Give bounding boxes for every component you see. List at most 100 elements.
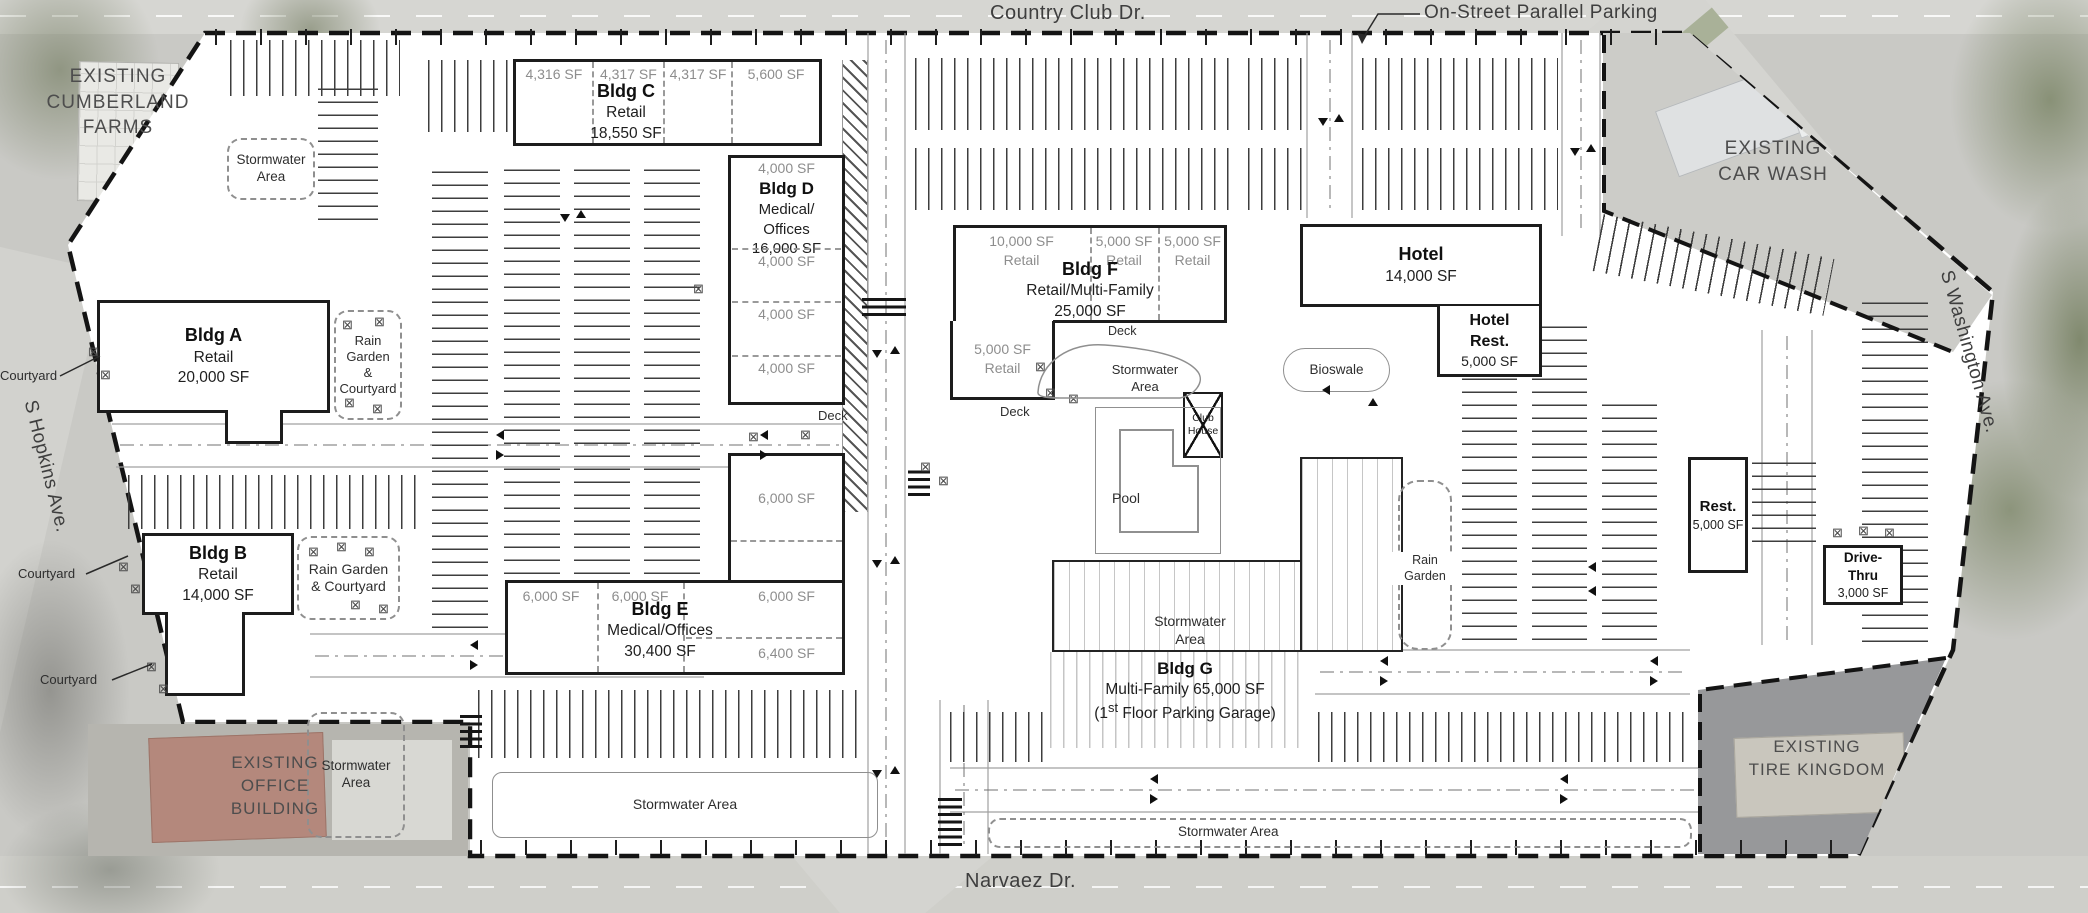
- bldg-e-label: Bldg E Medical/Offices 30,400 SF: [607, 599, 713, 660]
- parking-stalls: [915, 148, 1240, 210]
- stormwater-area-strip: [988, 818, 1692, 848]
- parking-stalls: [574, 168, 630, 574]
- parking-stalls: [1752, 462, 1816, 542]
- existing-cumberland-label: EXISTING CUMBERLAND FARMS: [46, 66, 190, 139]
- unit-divider: [686, 637, 842, 639]
- traffic-arrow-icon: [496, 430, 504, 440]
- rain-garden-label: Rain Garden: [1392, 552, 1458, 585]
- garage-parking-stalls: [1050, 652, 1308, 748]
- courtyard-label: Courtyard: [40, 672, 98, 687]
- tree-icon: ⊠: [800, 427, 811, 442]
- parking-stalls: [478, 690, 866, 758]
- stormwater-label: Stormwater Area: [1154, 613, 1226, 648]
- crosswalk: [908, 468, 930, 496]
- drive-thru: Drive- Thru 3,000 SF: [1823, 545, 1903, 605]
- unit-label: 6,400 SF: [758, 645, 815, 661]
- unit-cell: 4,317 SF: [662, 62, 731, 143]
- hotel: Hotel 14,000 SF: [1300, 224, 1542, 307]
- bldg-a-label: Bldg A Retail 20,000 SF: [177, 325, 250, 387]
- stormwater-label: Stormwater Area: [1111, 362, 1179, 394]
- tree-icon: ⊠: [158, 681, 169, 696]
- existing-office-label: EXISTING OFFICE BUILDING: [230, 753, 320, 818]
- bldg-e-wing: [728, 453, 845, 583]
- traffic-arrow-icon: [1650, 676, 1658, 686]
- bldg-g-wing: [1300, 457, 1403, 652]
- pool-deck: [1095, 407, 1221, 554]
- unit-label: 4,000 SF: [758, 360, 815, 376]
- traffic-arrow-icon: [872, 350, 882, 358]
- traffic-arrow-icon: [1588, 586, 1596, 596]
- hatched-walkway: [842, 60, 868, 512]
- bldg-g: [1052, 560, 1302, 652]
- unit-divider: [597, 583, 599, 672]
- crosswalk: [460, 712, 482, 748]
- tree-icon: ⊠: [1045, 385, 1056, 400]
- tree-icon: ⊠: [350, 597, 361, 612]
- tree-icon: ⊠: [118, 559, 129, 574]
- unit-label: 4,000 SF: [758, 306, 815, 322]
- tree-icon: ⊠: [100, 367, 111, 382]
- tree-icon: ⊠: [342, 317, 353, 332]
- traffic-arrow-icon: [890, 766, 900, 774]
- rain-garden-courtyard: Rain Garden & Courtyard: [334, 310, 402, 420]
- office-parking: [332, 740, 452, 840]
- tree-icon: ⊠: [308, 544, 319, 559]
- traffic-arrow-icon: [1150, 794, 1158, 804]
- tree-icon: ⊠: [1884, 525, 1895, 540]
- traffic-arrow-icon: [576, 210, 586, 218]
- unit-divider: [732, 248, 841, 250]
- tree-icon: ⊠: [938, 473, 949, 488]
- bldg-c-units: 4,316 SF 4,317 SF 4,317 SF 5,600 SF: [516, 62, 819, 143]
- bldg-c-label: Bldg C Retail 18,550 SF: [590, 81, 662, 142]
- stormwater-area: Stormwater Area: [492, 772, 878, 838]
- tree-icon: ⊠: [336, 539, 347, 554]
- tree-icon: ⊠: [364, 544, 375, 559]
- traffic-arrow-icon: [1318, 118, 1328, 126]
- tree-icon: ⊠: [1068, 391, 1079, 406]
- unit-label: 6,000 SF: [522, 588, 580, 604]
- parking-stalls: [644, 168, 700, 574]
- deck-label: Deck: [818, 408, 848, 423]
- traffic-arrow-icon: [872, 560, 882, 568]
- tree-icon: ⊠: [693, 281, 704, 296]
- traffic-arrow-icon: [760, 450, 768, 460]
- traffic-arrow-icon: [890, 346, 900, 354]
- unit-label: 4,000 SF: [758, 253, 815, 269]
- tree-icon: ⊠: [146, 659, 157, 674]
- unit-divider: [731, 540, 842, 542]
- parking-stalls: [1248, 58, 1303, 130]
- existing-tire-kingdom-label: EXISTING TIRE KINGDOM: [1748, 737, 1886, 779]
- tree-icon: ⊠: [88, 344, 99, 359]
- bldg-b-label: Bldg B Retail 14,000 SF: [182, 542, 254, 604]
- traffic-arrow-icon: [1380, 676, 1388, 686]
- hotel-restaurant-label: Hotel Rest. 5,000 SF: [1461, 311, 1518, 369]
- bldg-a: Bldg A Retail 20,000 SF: [97, 300, 330, 413]
- rain-garden-courtyard: Rain Garden & Courtyard: [297, 536, 400, 620]
- traffic-arrow-icon: [1368, 398, 1378, 406]
- bldg-g-label: Bldg G Multi-Family 65,000 SF (1st Floor…: [1040, 658, 1330, 725]
- traffic-arrow-icon: [1150, 774, 1158, 784]
- unit-cell: 4,317 SF: [591, 62, 663, 143]
- tree-icon: ⊠: [130, 581, 141, 596]
- road-narvaez: [0, 856, 2088, 913]
- unit-divider: [683, 583, 685, 672]
- unit-divider: [1090, 228, 1092, 320]
- traffic-arrow-icon: [1334, 114, 1344, 122]
- courtyard-label: Courtyard: [0, 368, 58, 383]
- road-lane-line: [0, 15, 2088, 17]
- traffic-arrow-icon: [1650, 656, 1658, 666]
- tree-icon: ⊠: [748, 429, 759, 444]
- parking-stalls: [950, 712, 1046, 762]
- unit-label: 6,000 SF: [758, 490, 815, 506]
- traffic-arrow-icon: [470, 660, 478, 670]
- bldg-c: 4,316 SF 4,317 SF 4,317 SF 5,600 SF Bldg…: [513, 59, 822, 146]
- parking-stalls: [432, 168, 488, 628]
- parking-stalls: [318, 85, 378, 220]
- tree-icon: ⊠: [344, 395, 355, 410]
- unit-label: 5,000 SF Retail: [974, 341, 1031, 376]
- hotel-label: Hotel 14,000 SF: [1385, 244, 1457, 286]
- unit-cell: 5,600 SF: [731, 62, 819, 143]
- on-street-parking-label: On-Street Parallel Parking: [1424, 2, 1658, 23]
